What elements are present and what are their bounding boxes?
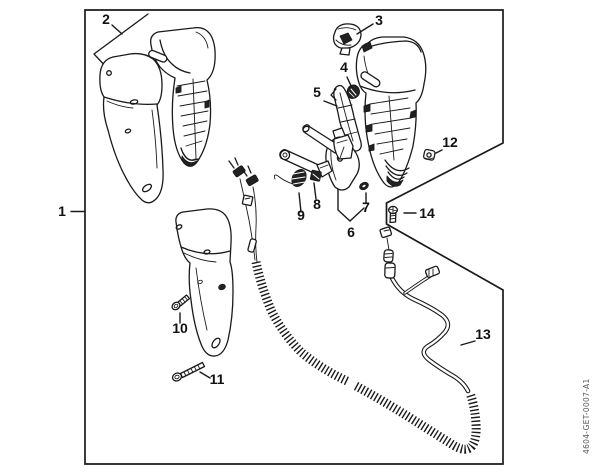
callout-5: 5 [313, 84, 321, 100]
housing-half-upper-left [99, 52, 164, 204]
callout-1: 1 [58, 203, 66, 219]
callout-11: 11 [210, 371, 225, 387]
cable-harness-assembly [379, 226, 471, 394]
housing-half-upper-right [148, 26, 216, 167]
adjusting-knob-part [332, 23, 362, 56]
drawing-number-label: 4604-GET-0007-A1 [582, 378, 591, 454]
diagram-frame [84, 9, 504, 465]
clip-part [346, 84, 360, 99]
callout-6: 6 [347, 224, 355, 240]
callout-10: 10 [172, 320, 188, 336]
screw-short-part [387, 205, 399, 224]
callout-12: 12 [442, 134, 458, 150]
trigger-group-bracket [337, 183, 365, 222]
screw-long-part [171, 361, 206, 382]
throttle-lever-arm [302, 124, 354, 160]
callout-7: 7 [362, 199, 370, 215]
callout-leader-lines [70, 23, 476, 379]
callout-2: 2 [102, 11, 110, 27]
square-nut-part [309, 169, 322, 182]
callout-numbers: 1 2 3 4 5 6 7 8 9 10 11 12 13 14 [58, 11, 491, 387]
housing-half-lower-left [175, 208, 234, 357]
callout-3: 3 [375, 12, 383, 28]
hex-nut-part [422, 148, 436, 161]
coiled-throttle-cable [251, 261, 481, 454]
callout-9: 9 [297, 207, 305, 223]
callout-8: 8 [313, 196, 321, 212]
torsion-spring-part [273, 169, 307, 187]
screw-small-part [171, 294, 191, 311]
housing-half-right [355, 36, 427, 188]
callout-14: 14 [419, 205, 435, 221]
interlock-lever-part [330, 84, 362, 152]
o-ring-part [359, 181, 369, 191]
wire-terminals [228, 157, 259, 263]
callout-13: 13 [475, 326, 491, 342]
callout-4: 4 [340, 59, 348, 75]
